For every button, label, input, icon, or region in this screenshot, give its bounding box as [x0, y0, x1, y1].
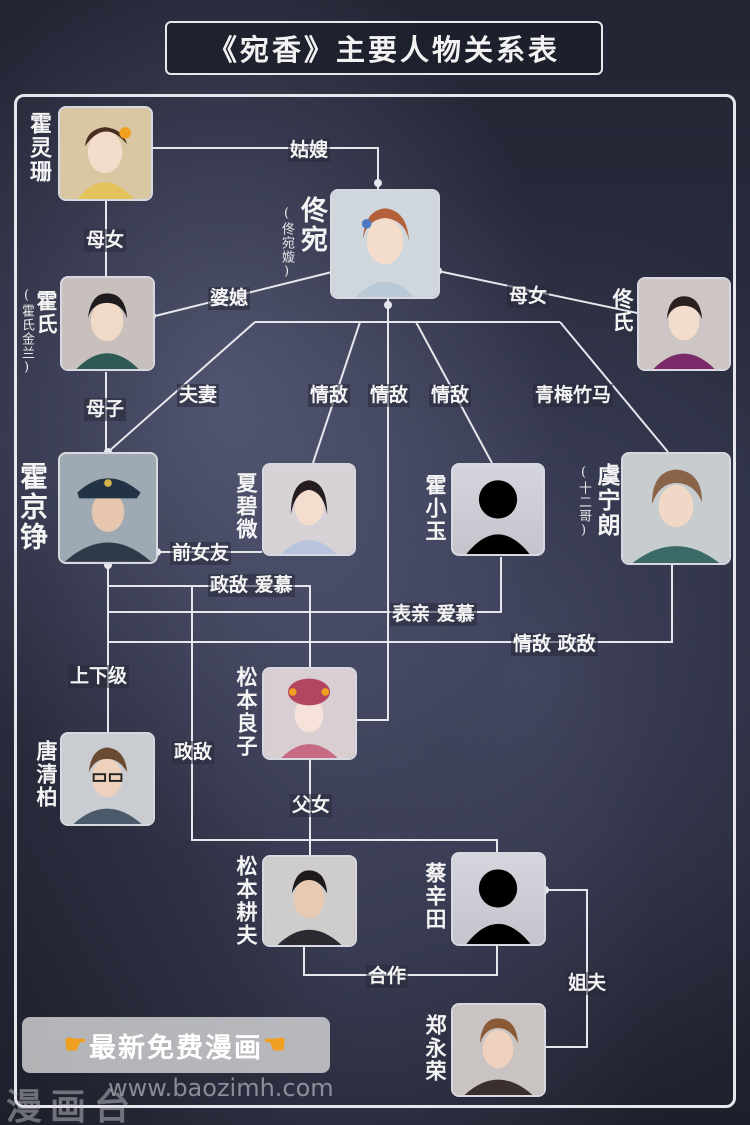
portrait-songben-gengfu[interactable] — [262, 855, 357, 947]
name-huo-jingzheng: 霍京铮 — [16, 462, 49, 552]
relation-gusao: 姑嫂 — [288, 139, 331, 162]
portrait-huo-xiaoyu[interactable] — [451, 463, 545, 556]
relation-qingmei: 青梅竹马 — [533, 384, 614, 407]
face-icon — [453, 1005, 544, 1095]
name-huo-shi: 霍氏 — [34, 290, 59, 336]
portrait-tong-shi[interactable] — [637, 277, 731, 371]
name-tang-qingbo: 唐清柏 — [34, 740, 59, 809]
portrait-tang-qingbo[interactable] — [60, 732, 155, 826]
portrait-xia-biwei[interactable] — [262, 463, 356, 556]
title-box: 《宛香》主要人物关系表 — [165, 21, 603, 75]
name-tong-shi: 佟氏 — [610, 288, 635, 334]
relation-zhengdi-aimu: 政敌 爱慕 — [208, 574, 295, 597]
face-icon — [264, 465, 354, 554]
watermark-ghost: 漫画台 — [6, 1086, 139, 1125]
relation-qiannvyou: 前女友 — [170, 542, 232, 565]
relation-munv-2: 母女 — [507, 285, 550, 308]
name-huo-lingshan: 霍灵珊 — [26, 112, 52, 184]
face-icon — [264, 857, 355, 945]
watermark-label: 最新免费漫画 — [89, 1032, 263, 1064]
note-tong-wan: (佟宛嫙) — [279, 206, 294, 280]
line-qingmei — [559, 321, 669, 453]
portrait-yu-ninglang[interactable] — [621, 452, 731, 565]
note-yu-ninglang: (十二哥) — [576, 465, 591, 539]
pointing-hand-icon: ☚ — [263, 1030, 289, 1060]
name-songben-liangzi: 松本良子 — [234, 666, 259, 758]
name-xia-biwei: 夏碧微 — [234, 472, 259, 541]
line-qingdi-zhengdi — [108, 565, 673, 643]
portrait-songben-liangzi[interactable] — [262, 667, 357, 760]
relation-zhengdi: 政敌 — [172, 741, 215, 764]
name-huo-xiaoyu: 霍小玉 — [423, 474, 448, 543]
page-title: 《宛香》主要人物关系表 — [207, 33, 560, 67]
silhouette-icon — [466, 480, 530, 554]
relation-shangxiaji: 上下级 — [68, 665, 130, 688]
portrait-tong-wan[interactable] — [330, 189, 440, 299]
relation-qingdi-2: 情敌 — [368, 384, 411, 407]
portrait-huo-lingshan[interactable] — [58, 106, 153, 201]
line-gusao — [152, 147, 379, 190]
watermark-url[interactable]: www.baozimh.com — [108, 1074, 334, 1102]
relation-biaoqin-aimu: 表亲 爱慕 — [390, 603, 477, 626]
relation-poxi: 婆媳 — [208, 287, 251, 310]
name-tong-wan: 佟宛 — [296, 196, 327, 254]
relation-hezuo: 合作 — [366, 965, 409, 988]
name-yu-ninglang: 虞宁朗 — [593, 463, 620, 538]
relation-qingdi-3: 情敌 — [429, 384, 472, 407]
note-huo-shi: (霍氏金兰) — [19, 288, 34, 376]
face-icon — [60, 454, 156, 562]
chart-frame — [14, 94, 736, 1108]
name-songben-gengfu: 松本耕夫 — [234, 855, 259, 947]
relation-jiefu: 姐夫 — [566, 972, 609, 995]
face-icon — [62, 278, 153, 369]
line-jiefu — [545, 889, 588, 1048]
line-qingdi-2 — [357, 322, 389, 721]
relation-muzi: 母子 — [84, 398, 127, 421]
pointing-hand-icon: ☛ — [63, 1030, 89, 1060]
face-icon — [60, 108, 151, 199]
portrait-huo-shi[interactable] — [60, 276, 155, 371]
relation-munv-1: 母女 — [84, 229, 127, 252]
portrait-huo-jingzheng[interactable] — [58, 452, 158, 564]
name-cai-xintian: 蔡辛田 — [423, 862, 448, 931]
face-icon — [639, 279, 729, 369]
face-icon — [62, 734, 153, 824]
relation-funv: 父女 — [290, 794, 333, 817]
name-zheng-yongrong: 郑永荣 — [423, 1014, 448, 1083]
face-icon — [623, 454, 729, 563]
portrait-cai-xintian[interactable] — [451, 852, 546, 946]
face-icon — [264, 669, 355, 758]
line-biaoqin-aimu — [108, 557, 502, 613]
face-icon — [332, 191, 438, 297]
silhouette-icon — [466, 869, 531, 944]
relation-fuqi: 夫妻 — [177, 384, 220, 407]
relation-qingdi-zhengdi: 情敌 政敌 — [511, 633, 598, 656]
relation-qingdi-1: 情敌 — [308, 384, 351, 407]
line-zhengdi — [191, 586, 498, 855]
portrait-zheng-yongrong[interactable] — [451, 1003, 546, 1097]
watermark-banner[interactable]: ☛ 最新免费漫画 ☚ — [22, 1017, 330, 1073]
